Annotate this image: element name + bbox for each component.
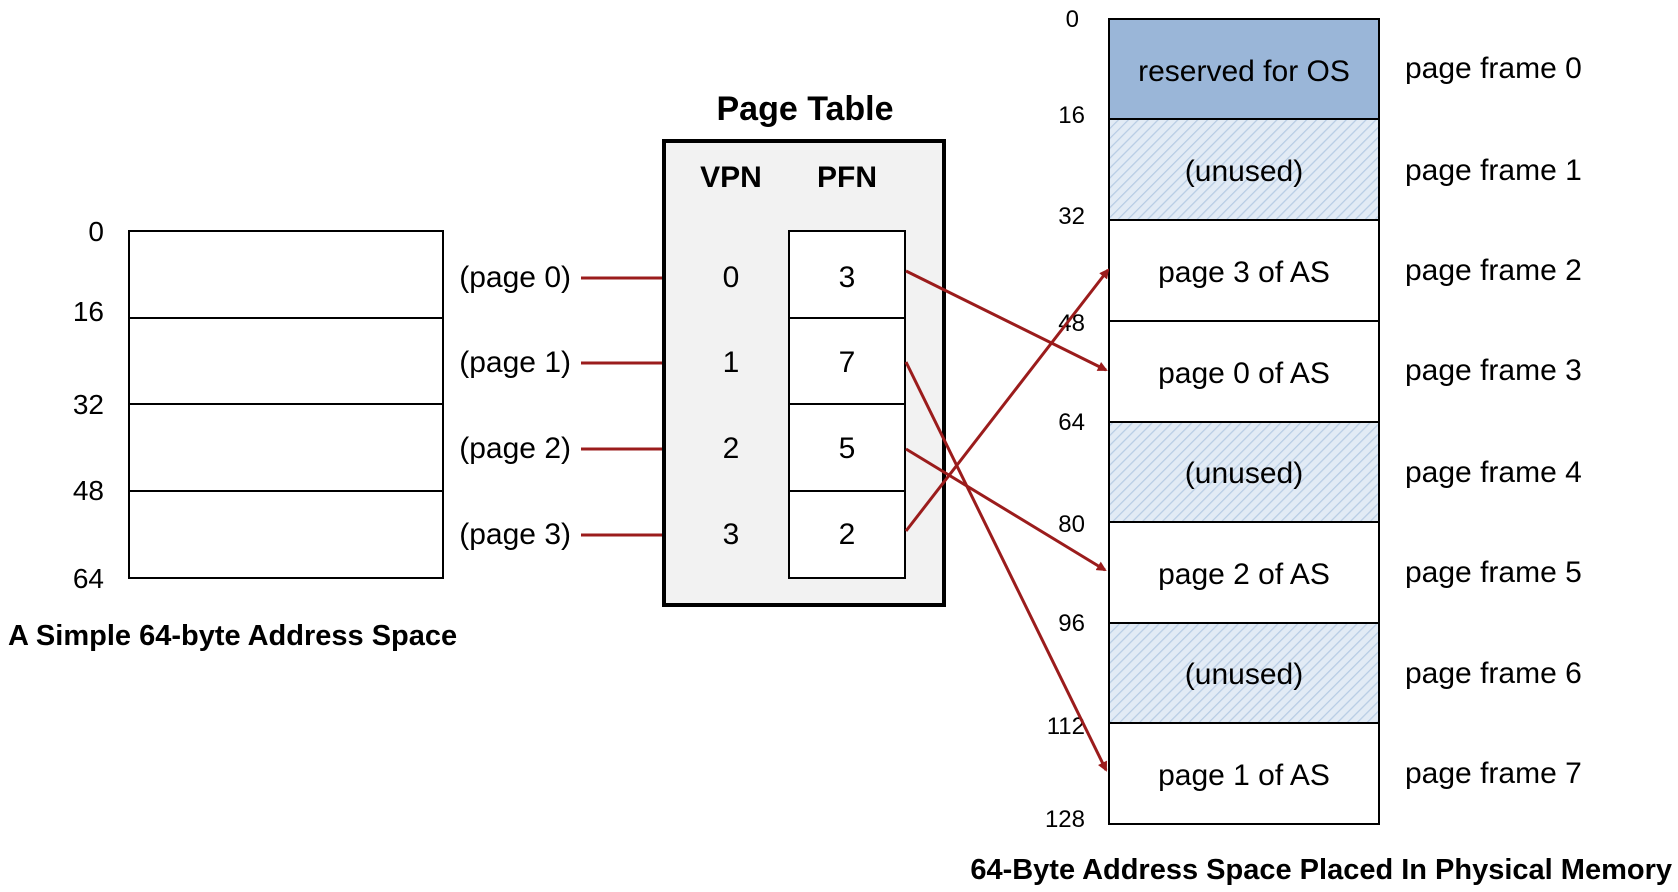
frame-content: reserved for OS [1138,55,1350,88]
frame-content: page 2 of AS [1158,558,1330,591]
as-offset: 32 [73,389,104,420]
frame-label: page frame 6 [1405,657,1582,690]
as-offset: 48 [73,475,104,506]
frame-content: (unused) [1185,155,1303,188]
vpn-value: 1 [723,346,740,379]
frame-label: page frame 2 [1405,254,1582,287]
pm-offset: 32 [1058,203,1085,230]
arrow [905,269,1108,372]
page-table-title: Page Table [717,90,894,128]
frame-label: page frame 7 [1405,757,1582,790]
frame-label: page frame 0 [1405,52,1582,85]
address-space: 0 16 32 48 64 (page 0) (page 1) (page 2)… [8,216,571,652]
frame-label: page frame 5 [1405,556,1582,589]
as-offset: 0 [88,216,104,247]
frame-cell [1109,723,1379,824]
pfn-value: 7 [839,346,856,379]
physical-memory-title: 64-Byte Address Space Placed In Physical… [970,854,1672,886]
vpn-value: 3 [723,518,740,551]
pfn-value: 5 [839,432,856,465]
pm-offset: 0 [1066,6,1079,33]
page-label: (page 1) [459,346,571,379]
pm-offset: 48 [1058,310,1085,337]
frame-cell [1109,220,1379,321]
arrow [904,361,1108,772]
frame-label: page frame 1 [1405,154,1582,187]
pfn-value: 2 [839,518,856,551]
as-offset: 16 [73,296,104,327]
physical-memory: reserved for OS (unused) page 3 of AS pa… [970,6,1672,886]
pm-offset: 80 [1058,511,1085,538]
pfn-header: PFN [817,161,877,194]
frame-content: page 0 of AS [1158,357,1330,390]
frame-label: page frame 4 [1405,456,1582,489]
as-offset: 64 [73,563,104,594]
frame-cell [1109,19,1379,119]
address-space-title: A Simple 64-byte Address Space [8,620,457,652]
arrow [904,268,1110,532]
pm-offset: 128 [1045,806,1085,833]
pm-offset: 16 [1058,102,1085,129]
page-label: (page 0) [459,261,571,294]
vpn-value: 2 [723,432,740,465]
frame-cell [1109,422,1379,522]
pfn-to-frame-arrows [904,268,1110,772]
frame-label: page frame 3 [1405,354,1582,387]
frame-content: page 1 of AS [1158,759,1330,792]
frame-cell [1109,623,1379,723]
page-table: Page Table VPN PFN 0 1 2 3 3 7 5 2 [662,90,946,607]
frame-content: (unused) [1185,457,1303,490]
pm-offset: 96 [1058,610,1085,637]
arrow [905,447,1107,572]
frame-content: page 3 of AS [1158,256,1330,289]
frame-content: (unused) [1185,658,1303,691]
pm-offset: 64 [1058,409,1085,436]
frame-cell [1109,522,1379,623]
vpn-header: VPN [700,161,762,194]
frame-cell [1109,321,1379,422]
vpn-value: 0 [723,261,740,294]
pfn-value: 3 [839,261,856,294]
page-label: (page 3) [459,518,571,551]
page-label: (page 2) [459,432,571,465]
frame-cell [1109,119,1379,220]
